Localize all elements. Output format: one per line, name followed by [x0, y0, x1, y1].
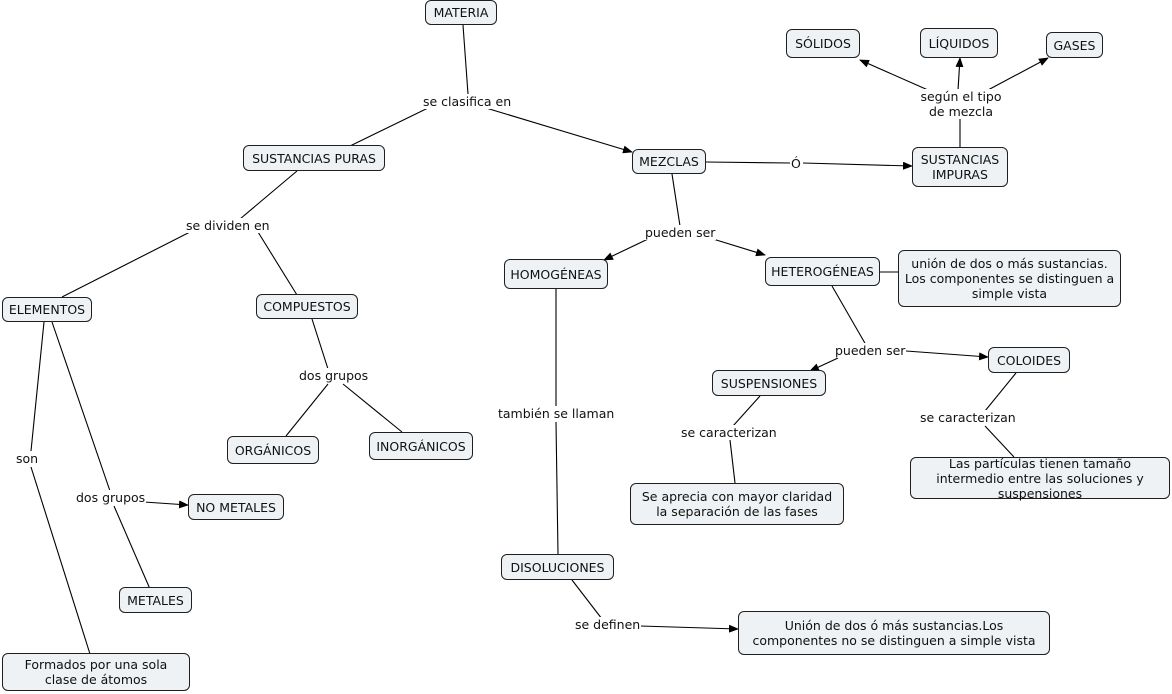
link-label-se-caracterizan-coloides: se caracterizan — [919, 410, 1017, 425]
node-materia[interactable]: MATERIA — [425, 0, 497, 25]
node-elementos[interactable]: ELEMENTOS — [2, 297, 92, 322]
node-solidos[interactable]: SÓLIDOS — [786, 29, 860, 58]
node-disoluciones[interactable]: DISOLUCIONES — [501, 554, 614, 580]
node-no-metales[interactable]: NO METALES — [188, 494, 284, 520]
link-label-se-clasifica-en: se clasifica en — [422, 94, 513, 109]
node-heterogeneas[interactable]: HETEROGÉNEAS — [765, 257, 880, 286]
node-sustancias-impuras[interactable]: SUSTANCIAS IMPURAS — [912, 147, 1008, 187]
node-mezclas[interactable]: MEZCLAS — [632, 149, 706, 174]
node-coloides-definicion[interactable]: Las partículas tienen tamaño intermedio … — [910, 456, 1170, 501]
link-label-se-dividen-en: se dividen en — [185, 218, 271, 233]
link-label-dos-grupos-elementos: dos grupos — [75, 490, 147, 505]
link-label-o: Ó — [790, 156, 802, 171]
link-label-dos-grupos-compuestos: dos grupos — [298, 368, 370, 383]
node-suspensiones[interactable]: SUSPENSIONES — [712, 370, 826, 396]
node-heterogeneas-definicion[interactable]: unión de dos o más sustancias. Los compo… — [898, 250, 1121, 307]
node-liquidos[interactable]: LÍQUIDOS — [920, 28, 998, 58]
node-homogeneas[interactable]: HOMOGÉNEAS — [504, 259, 608, 289]
node-formados[interactable]: Formados por una sola clase de átomos — [2, 653, 190, 691]
node-suspensiones-definicion[interactable]: Se aprecia con mayor claridad la separac… — [630, 483, 844, 525]
link-label-pueden-ser-heterogeneas: pueden ser — [834, 343, 907, 358]
node-gases[interactable]: GASES — [1046, 32, 1103, 58]
link-label-segun-tipo: según el tipo de mezcla — [918, 89, 1004, 119]
node-compuestos[interactable]: COMPUESTOS — [256, 294, 358, 319]
link-label-pueden-ser-mezclas: pueden ser — [644, 225, 717, 240]
link-label-se-caracterizan-suspensiones: se caracterizan — [680, 425, 778, 440]
node-disoluciones-definicion[interactable]: Unión de dos ó más sustancias.Los compon… — [738, 611, 1050, 655]
link-label-tambien-se-llaman: también se llaman — [497, 406, 616, 421]
node-organicos[interactable]: ORGÁNICOS — [227, 436, 319, 464]
link-label-son: son — [15, 451, 40, 466]
node-metales[interactable]: METALES — [119, 587, 192, 613]
node-inorganicos[interactable]: INORGÁNICOS — [369, 432, 473, 460]
node-coloides[interactable]: COLOIDES — [988, 347, 1070, 373]
link-label-se-definen: se definen — [574, 617, 642, 632]
node-sustancias-puras[interactable]: SUSTANCIAS PURAS — [243, 145, 385, 171]
